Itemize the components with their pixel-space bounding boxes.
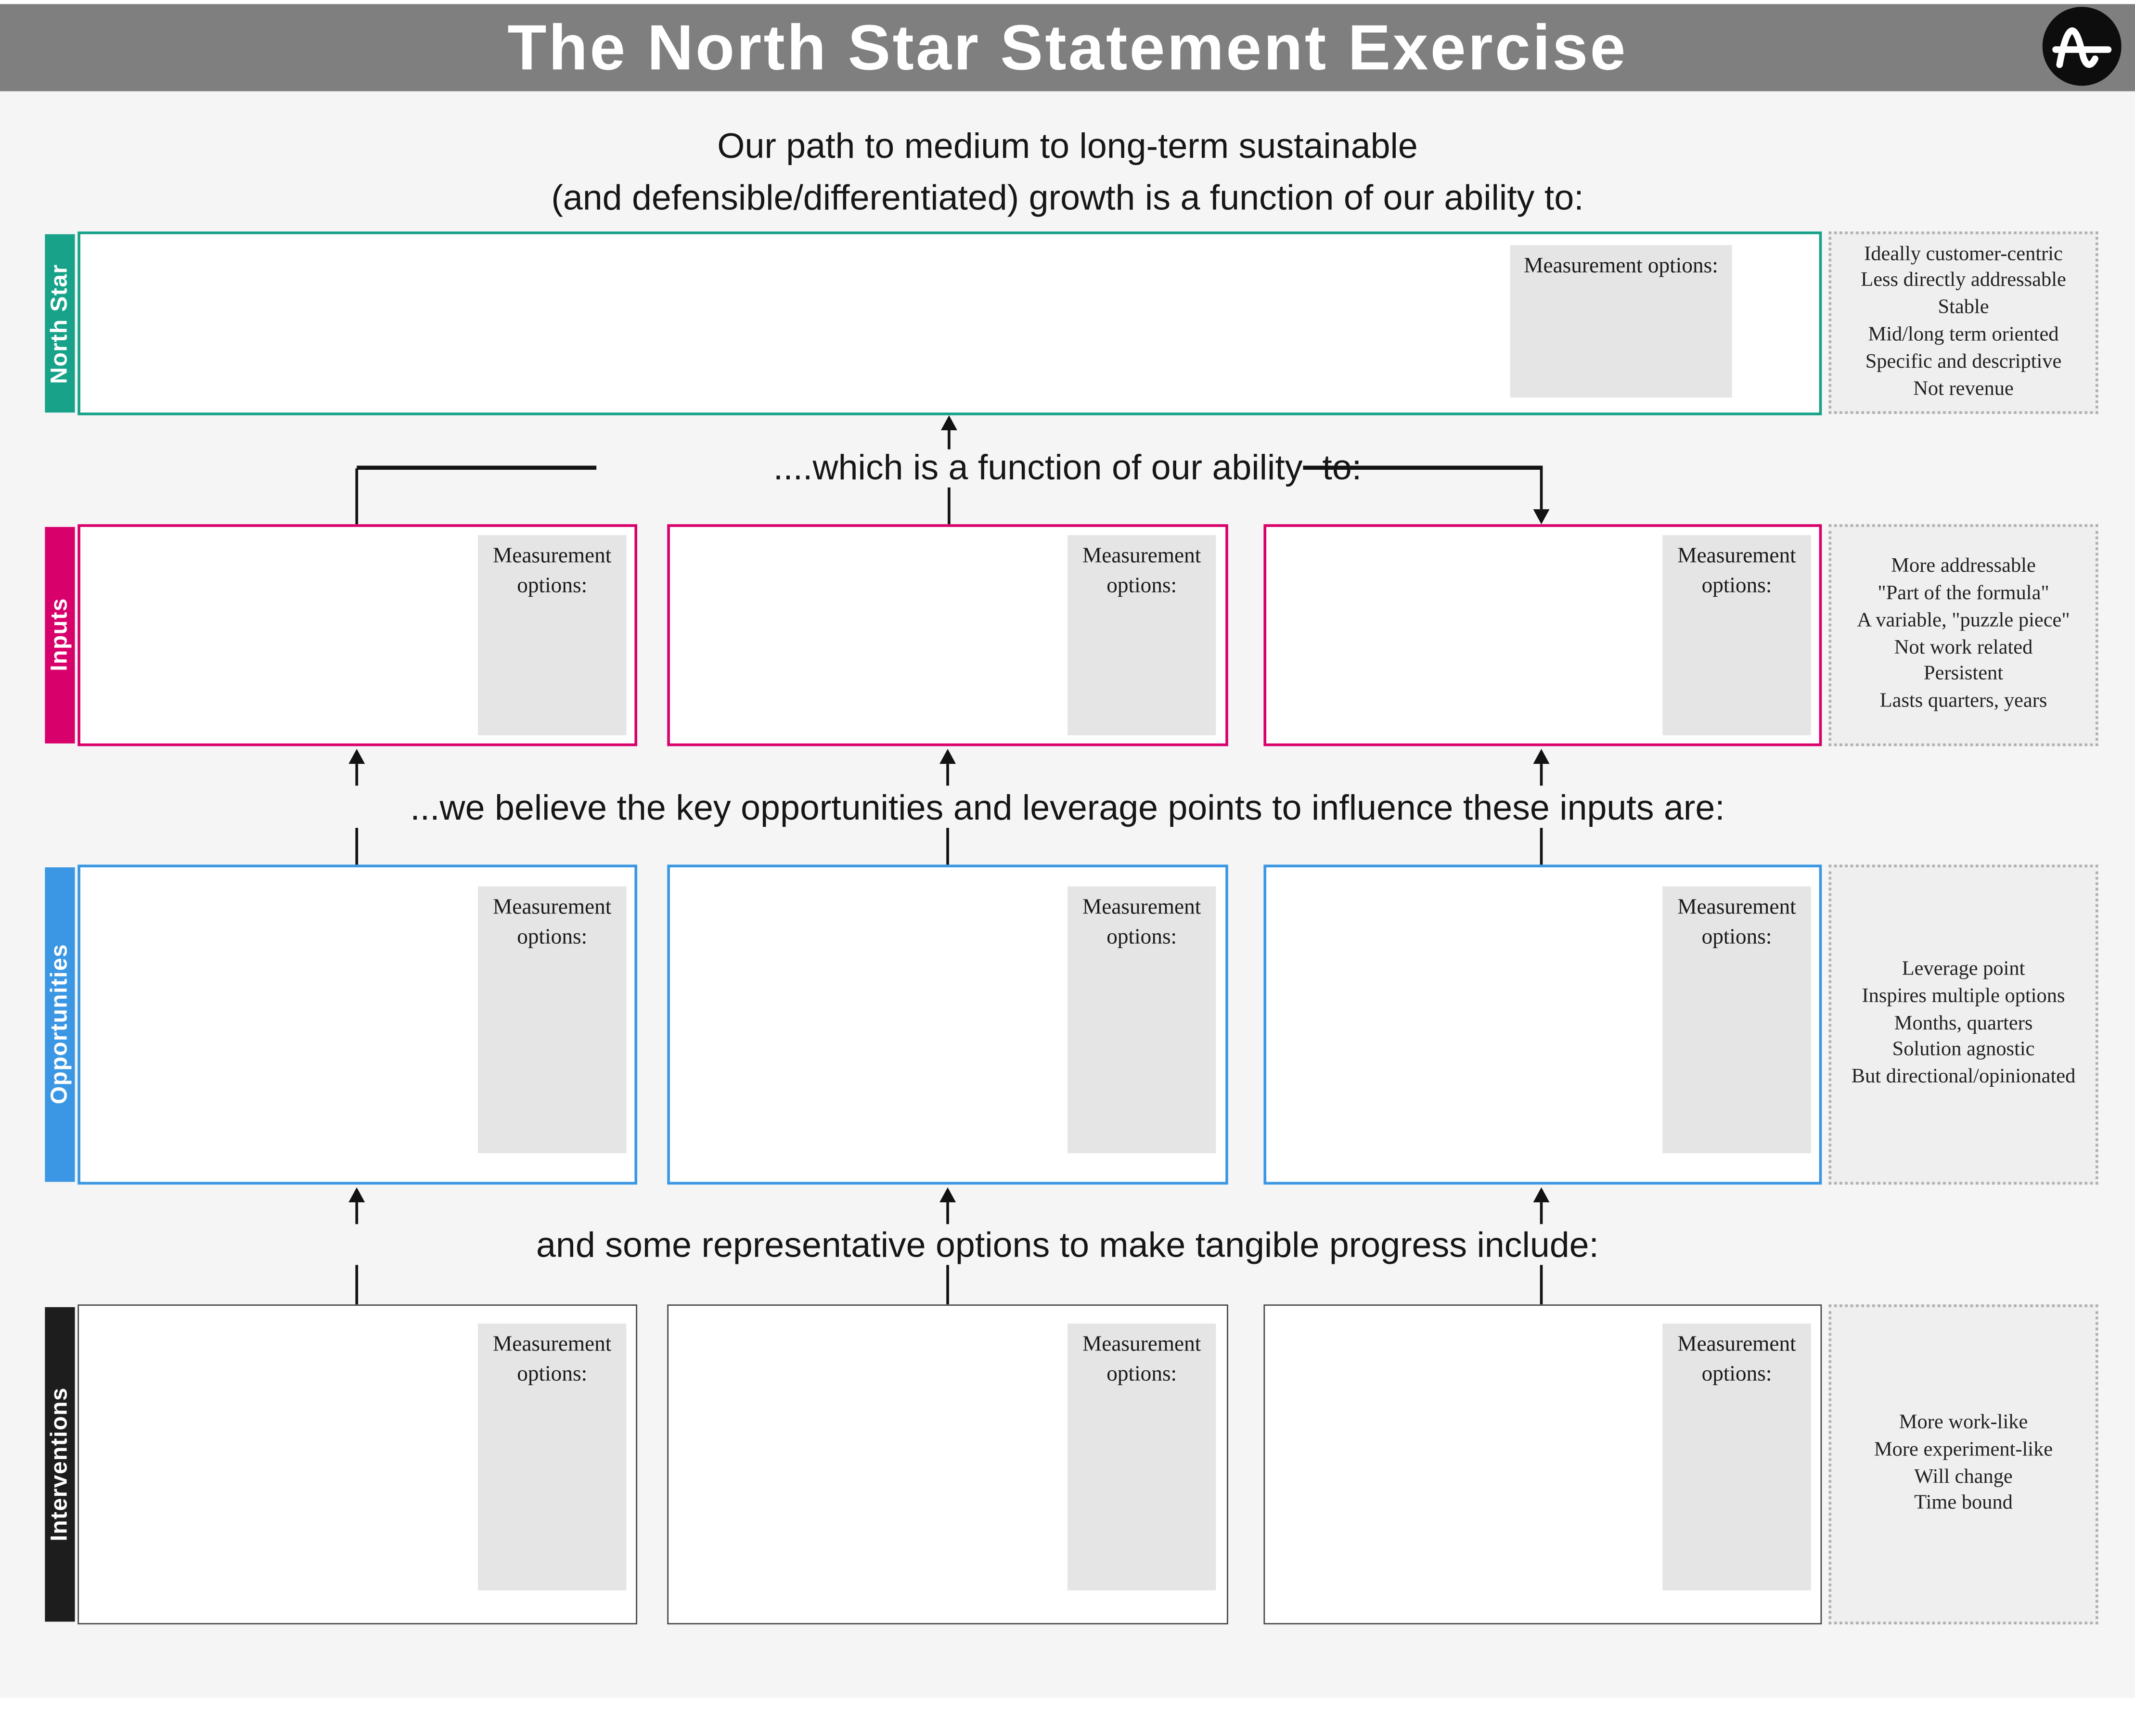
row-label-inputs: Inputs [45, 527, 75, 744]
connector-line [946, 1202, 949, 1224]
connector-line [948, 430, 951, 450]
note-line: Specific and descriptive [1865, 351, 2062, 373]
note-line: More addressable [1891, 555, 2036, 578]
opportunity-measurement-box-1[interactable]: Measurement options: [478, 886, 627, 1154]
note-line: Ideally customer-centric [1864, 243, 2063, 265]
measurement-options-label: Measurement options: [493, 896, 612, 949]
row-label-interventions: Interventions [45, 1307, 75, 1622]
input-measurement-box-1[interactable]: Measurement options: [478, 535, 627, 735]
arrow-up-icon [939, 749, 956, 764]
page-title: The North Star Statement Exercise [507, 11, 1628, 83]
connector-line [357, 465, 597, 470]
connector-line [355, 1202, 359, 1224]
intro-statement: Our path to medium to long-term sustaina… [0, 120, 2135, 223]
intro-line-1: Our path to medium to long-term sustaina… [717, 125, 1418, 167]
note-line: More experiment-like [1874, 1439, 2053, 1461]
intervention-measurement-box-3[interactable]: Measurement options: [1662, 1323, 1811, 1591]
note-line: Months, quarters [1894, 1012, 2033, 1034]
measurement-options-label: Measurement options: [1677, 1333, 1796, 1387]
arrow-up-icon [939, 1187, 956, 1203]
arrow-up-icon [1533, 749, 1550, 764]
arrow-up-icon [1533, 1187, 1550, 1203]
note-line: Less directly addressable [1861, 270, 2066, 292]
note-line: Lasts quarters, years [1879, 690, 2047, 712]
north-star-measurement-box[interactable]: Measurement options: [1510, 245, 1732, 398]
row-label-opportunities: Opportunities [45, 867, 75, 1182]
note-line: Leverage point [1902, 958, 2025, 980]
connector-line [1540, 1265, 1543, 1305]
connector-line [1303, 465, 1543, 470]
measurement-options-label: Measurement options: [1082, 1333, 1201, 1387]
header-bar [0, 4, 2135, 91]
note-line: A variable, "puzzle piece" [1857, 609, 2070, 631]
measurement-options-label: Measurement options: [493, 544, 612, 598]
amplitude-logo-icon [2042, 7, 2122, 86]
note-line: Time bound [1914, 1492, 2013, 1515]
connector-line [946, 1265, 949, 1305]
measurement-options-label: Measurement options: [1524, 255, 1718, 278]
connector-line [948, 487, 951, 525]
note-line: Inspires multiple options [1862, 985, 2065, 1007]
note-line: Persistent [1924, 663, 2004, 685]
connector-text-1: ....which is a function of our ability t… [773, 446, 1362, 488]
measurement-options-label: Measurement options: [1677, 544, 1796, 598]
opportunities-criteria-note: Leverage point Inspires multiple options… [1828, 864, 2098, 1185]
intervention-measurement-box-1[interactable]: Measurement options: [478, 1323, 627, 1591]
arrow-down-icon [1533, 509, 1550, 525]
arrow-up-icon [348, 1187, 365, 1203]
intervention-measurement-box-2[interactable]: Measurement options: [1068, 1323, 1216, 1591]
note-line: Mid/long term oriented [1868, 324, 2059, 346]
connector-line [946, 764, 949, 786]
note-line: Solution agnostic [1892, 1039, 2035, 1061]
intro-line-2: (and defensible/differentiated) growth i… [551, 177, 1584, 218]
opportunity-measurement-box-3[interactable]: Measurement options: [1662, 886, 1811, 1154]
connector-line [1540, 468, 1543, 510]
measurement-options-label: Measurement options: [493, 1333, 612, 1387]
measurement-options-label: Measurement options: [1677, 896, 1796, 949]
connector-text-3: and some representative options to make … [536, 1224, 1599, 1265]
note-line: More work-like [1899, 1412, 2028, 1434]
connector-line [355, 1265, 359, 1305]
opportunity-measurement-box-2[interactable]: Measurement options: [1068, 886, 1216, 1154]
row-label-north-star: North Star [45, 234, 75, 413]
inputs-criteria-note: More addressable "Part of the formula" A… [1828, 524, 2098, 746]
note-line: Not work related [1894, 636, 2033, 658]
bottom-margin-strip [0, 1697, 2135, 1736]
arrow-up-icon [940, 415, 957, 430]
connector-line [1540, 1202, 1543, 1224]
connector-line [1540, 764, 1543, 786]
input-measurement-box-2[interactable]: Measurement options: [1068, 535, 1216, 735]
note-line: Not revenue [1913, 378, 2014, 400]
connector-line [355, 828, 359, 865]
measurement-options-label: Measurement options: [1082, 896, 1201, 949]
connector-line [1540, 828, 1543, 865]
note-line: But directional/opinionated [1851, 1066, 2076, 1088]
arrow-up-icon [348, 749, 365, 764]
connector-line [355, 468, 359, 525]
note-line: Will change [1914, 1466, 2013, 1488]
measurement-options-label: Measurement options: [1082, 544, 1201, 598]
interventions-criteria-note: More work-like More experiment-like Will… [1828, 1304, 2098, 1625]
top-margin-strip [0, 0, 2135, 4]
note-line: "Part of the formula" [1878, 582, 2049, 604]
connector-text-2: ...we believe the key opportunities and … [410, 787, 1725, 828]
input-measurement-box-3[interactable]: Measurement options: [1662, 535, 1811, 735]
north-star-criteria-note: Ideally customer-centric Less directly a… [1828, 231, 2098, 414]
note-line: Stable [1938, 297, 1989, 319]
connector-line [946, 828, 949, 865]
connector-line [355, 764, 359, 786]
